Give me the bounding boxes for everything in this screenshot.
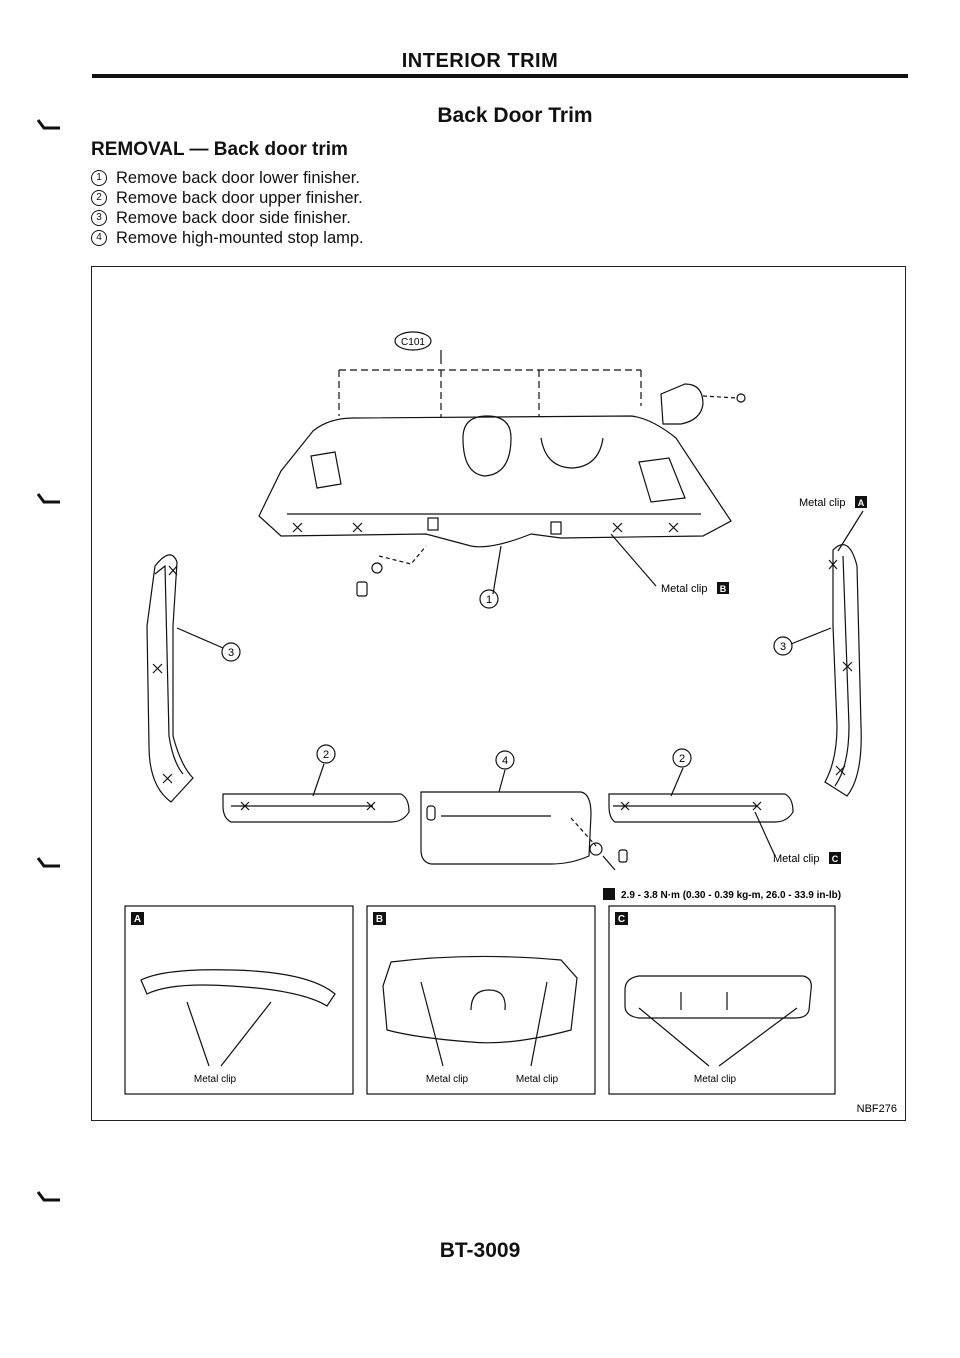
step-text: Remove high-mounted stop lamp.: [116, 229, 364, 247]
badge-c: C: [831, 854, 838, 864]
margin-mark: [36, 119, 60, 130]
header-divider: [92, 74, 908, 78]
step-item: 2 Remove back door upper finisher.: [91, 188, 364, 208]
step-text: Remove back door lower finisher.: [116, 169, 360, 187]
step-item: 4 Remove high-mounted stop lamp.: [91, 228, 364, 248]
connector-symbol: [393, 330, 432, 351]
metal-clip-label-a: Metal clip: [799, 497, 845, 509]
detail-b-caption-right: Metal clip: [515, 1074, 558, 1085]
metal-clip-label-b: Metal clip: [661, 583, 707, 595]
margin-mark: [36, 493, 60, 504]
callout-3-left: 3: [227, 647, 233, 659]
callout-4: 4: [501, 755, 507, 767]
stop-lamp-shape: [419, 790, 592, 865]
detail-a-caption: Metal clip: [193, 1074, 236, 1085]
figure-code: NBF276: [856, 1103, 896, 1115]
step-item: 3 Remove back door side finisher.: [91, 208, 364, 228]
badge-b: B: [719, 584, 726, 594]
step-item: 1 Remove back door lower finisher.: [91, 168, 364, 188]
step-text: Remove back door upper finisher.: [116, 189, 363, 207]
page-code: BT-3009: [439, 1239, 521, 1262]
callout-2-left: 2: [322, 749, 328, 761]
callout-3-right: 3: [779, 641, 785, 653]
margin-mark: [36, 857, 60, 868]
left-side-finisher: [145, 553, 194, 803]
step-text: Remove back door side finisher.: [116, 209, 351, 227]
margin-mark: [36, 1191, 60, 1202]
diagram-frame: C101 1 3 3 2 2 4 Metal clip A Metal clip…: [91, 266, 906, 1121]
detail-c-caption: Metal clip: [693, 1074, 736, 1085]
section-title: Back Door Trim: [437, 104, 593, 127]
detail-letter-b: B: [375, 914, 382, 925]
lower-finisher-right: [607, 792, 794, 823]
torque-spec: 2.9 - 3.8 N·m (0.30 - 0.39 kg-m, 26.0 - …: [621, 890, 841, 901]
connector-label: C101: [401, 337, 425, 348]
lower-finisher-left: [221, 792, 410, 823]
removal-heading: REMOVAL — Back door trim: [91, 139, 348, 160]
step-number: 3: [91, 210, 107, 226]
right-side-finisher: [823, 543, 862, 797]
callout-1: 1: [485, 594, 491, 606]
callout-2-right: 2: [678, 753, 684, 765]
step-number: 2: [91, 190, 107, 206]
page-header-title: INTERIOR TRIM: [401, 50, 559, 72]
upper-finisher-shape: [257, 414, 732, 547]
torque-icon: [602, 887, 615, 900]
detail-b-caption-left: Metal clip: [425, 1074, 468, 1085]
detail-letter-a: A: [133, 914, 140, 925]
metal-clip-label-c: Metal clip: [773, 853, 819, 865]
badge-a: A: [857, 498, 864, 508]
detail-letter-c: C: [617, 914, 624, 925]
step-number: 1: [91, 170, 107, 186]
step-number: 4: [91, 230, 107, 246]
trim-exploded-diagram: C101 1 3 3 2 2 4 Metal clip A Metal clip…: [123, 330, 897, 1115]
